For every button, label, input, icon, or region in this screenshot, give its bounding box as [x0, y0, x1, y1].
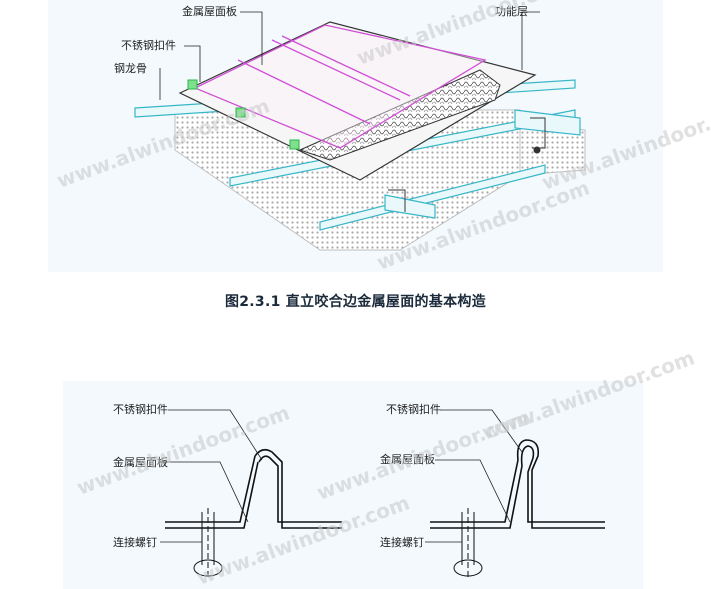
- watermark-bottom: www.alwindoor.com www.alwindoor.com www.…: [74, 345, 698, 589]
- label-metal-panel-top: 金属屋面板: [182, 4, 237, 18]
- metal-roof-panel: [193, 24, 487, 149]
- leader-lines-left: [160, 409, 263, 543]
- label-metal-panel-left: 金属屋面板: [113, 455, 168, 469]
- label-functional-layer: 功能层: [495, 4, 528, 18]
- svg-text:www.alwindoor.com: www.alwindoor.com: [74, 400, 293, 499]
- label-screw-left: 连接螺钉: [113, 536, 157, 549]
- leader-lines-right: [425, 409, 523, 543]
- functional-layer: [298, 69, 501, 161]
- figure-caption: 图2.3.1 直立咬合边金属屋面的基本构造: [224, 294, 487, 310]
- svg-text:www.alwindoor.com: www.alwindoor.com: [479, 345, 698, 444]
- label-clip-right: 不锈钢扣件: [386, 402, 441, 416]
- label-screw-right: 连接螺钉: [380, 536, 424, 549]
- stainless-clips: [187, 79, 300, 150]
- seam-right: [430, 439, 605, 529]
- roof-base-plate: [178, 21, 537, 181]
- label-metal-panel-right: 金属屋面板: [380, 452, 435, 466]
- label-clip-left: 不锈钢扣件: [113, 402, 168, 416]
- screw-left: [193, 508, 223, 580]
- screw-right: [453, 508, 483, 580]
- fastener-detail: [388, 117, 546, 212]
- seam-left: [165, 448, 342, 529]
- leader-lines-top: [159, 11, 540, 100]
- label-clip-top: 不锈钢扣件: [121, 38, 176, 52]
- bottom-figure-panel: [63, 381, 643, 589]
- label-steel-keel: 钢龙骨: [114, 62, 147, 75]
